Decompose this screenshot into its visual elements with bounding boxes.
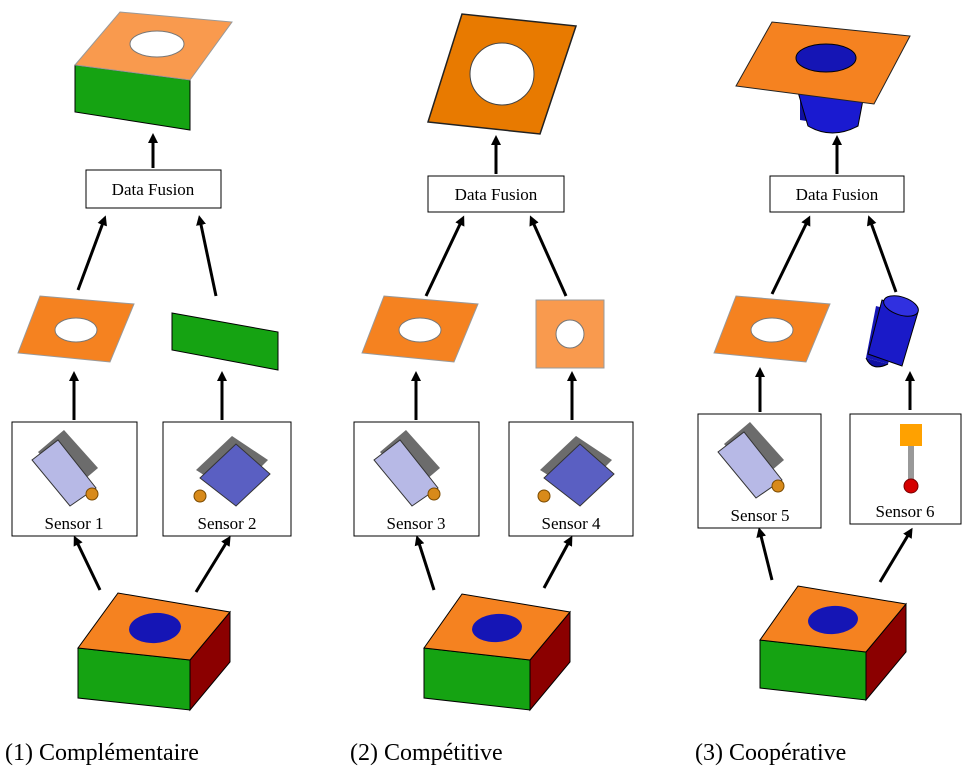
arrow-perception-4-to-fusion [529,215,568,297]
sensor-box: Sensor 2 [162,421,292,537]
plate-with-hole-icon [361,295,479,363]
sensor-label: Sensor 6 [875,502,934,521]
arrow-perception-6-to-fusion [866,215,898,293]
arrow-block-to-sensor-4 [542,535,573,589]
panel-caption: (2) Compétitive [350,740,503,766]
workpiece-block-icon [77,592,231,712]
arrow-perception-3-to-fusion [424,215,465,297]
data-fusion-box: Data Fusion [427,175,565,213]
plate-with-hole-icon [17,295,135,363]
svg-text:Data Fusion: Data Fusion [796,185,879,204]
panel-competitive: Sensor 3 Sensor 4 Data Fusion [350,13,634,766]
sensor-box: Sensor 3 [353,421,480,537]
panel-caption: (3) Coopérative [695,740,846,766]
fused-result-icon [74,11,233,131]
svg-text:Data Fusion: Data Fusion [455,185,538,204]
camera-sensor-icon [717,422,785,499]
arrow-block-to-sensor-1 [73,535,102,591]
cylinder-icon [865,295,919,368]
sensor-label: Sensor 1 [44,514,103,533]
sensor-label: Sensor 4 [541,514,601,533]
workpiece-block-icon [423,593,571,712]
data-fusion-box: Data Fusion [85,169,222,209]
arrow-perception-5-to-fusion [770,215,811,295]
touch-probe-icon [900,424,922,494]
sensor-label: Sensor 3 [386,514,445,533]
arrow-block-to-sensor-5 [756,527,774,581]
data-fusion-box: Data Fusion [769,175,905,213]
svg-text:Data Fusion: Data Fusion [112,180,195,199]
sensor-box: Sensor 4 [508,421,634,537]
camera-sensor-icon [537,436,615,507]
arrow-perception-1-to-fusion [76,215,107,291]
workpiece-block-icon [759,585,907,702]
panel-caption: (1) Complémentaire [5,740,199,766]
camera-sensor-icon [31,430,99,507]
plate-with-hole-icon [713,295,831,363]
green-side-face-icon [171,312,279,371]
sensor-label: Sensor 2 [197,514,256,533]
camera-sensor-icon [373,430,441,507]
arrow-block-to-sensor-6 [878,527,913,583]
fused-result-icon [735,21,911,134]
panel-cooperative: Sensor 5 Sensor 6 Data Fusi [695,21,962,766]
sensor-label: Sensor 5 [730,506,789,525]
arrow-perception-2-to-fusion [196,215,218,297]
arrow-block-to-sensor-3 [414,535,436,591]
plate-with-hole-front-icon [535,299,605,369]
fused-result-icon [427,13,578,135]
sensor-box: Sensor 1 [11,421,138,537]
camera-sensor-icon [193,436,271,507]
arrow-block-to-sensor-2 [194,535,231,593]
sensor-box: Sensor 5 [697,413,822,529]
panel-complementary: Sensor 1 Sensor 2 Data Fusion [5,11,292,766]
sensor-box: Sensor 6 [849,413,962,525]
